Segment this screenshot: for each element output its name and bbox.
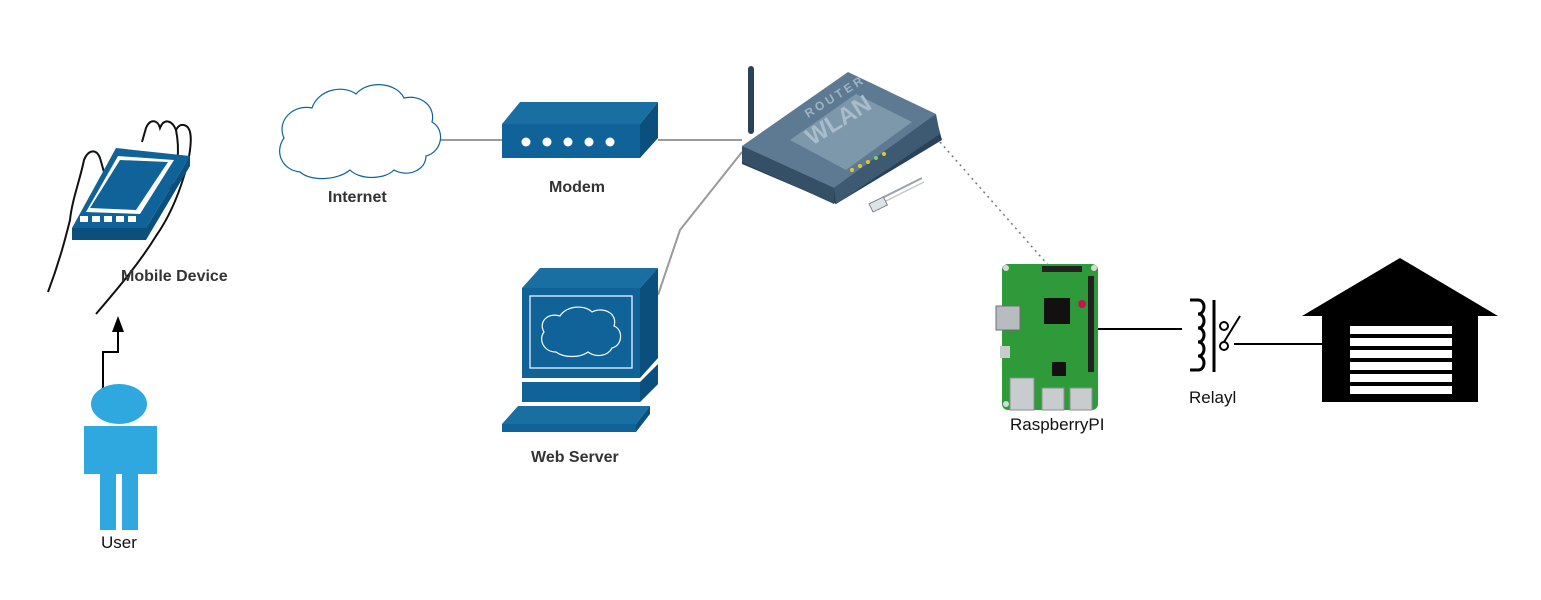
modem-icon [502, 102, 658, 158]
web-server-computer-icon [502, 268, 658, 432]
connector-user-mobile-arrow [102, 328, 119, 390]
mobile-device-label: Mobile Device [121, 268, 228, 285]
wireless-router-icon: ROUTER WLAN [742, 66, 942, 204]
web-server-label: Web Server [531, 449, 619, 466]
ethernet-cable-icon [868, 177, 925, 213]
user-label: User [101, 533, 137, 552]
hand-holding-phone-icon [47, 120, 192, 315]
relay-coil-switch-icon [1190, 298, 1241, 372]
internet-label: Internet [328, 189, 387, 206]
connector-router-webserver [657, 151, 743, 296]
cloud-icon [279, 84, 442, 180]
connectors [102, 139, 1322, 390]
garage-icon [1302, 258, 1498, 402]
modem-label: Modem [549, 179, 605, 196]
relay-label: Relayl [1189, 388, 1237, 407]
connector-router-raspberrypi-wireless [939, 141, 1049, 266]
raspberry-pi-board-icon [995, 264, 1098, 411]
arrow-head [112, 316, 124, 332]
raspberry-pi-label: RaspberryPI [1010, 415, 1105, 434]
user-person-icon [84, 384, 157, 530]
